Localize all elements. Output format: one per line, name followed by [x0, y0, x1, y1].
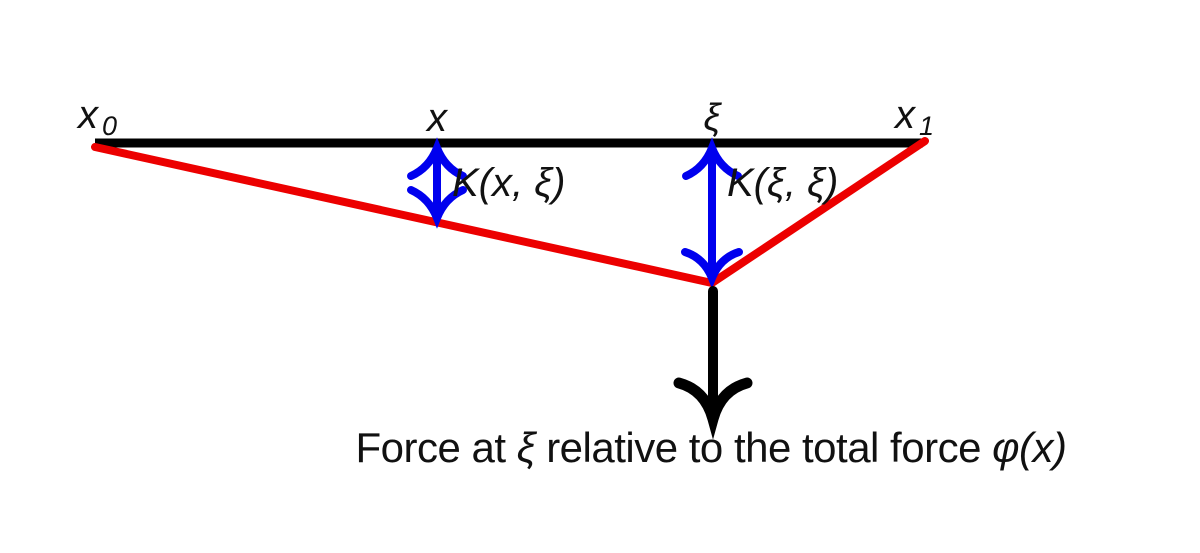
label-x0-base: x — [76, 93, 100, 137]
caption-text-2: relative to the total force — [535, 424, 993, 471]
caption-phi-expression: φ(x) — [992, 424, 1067, 471]
arrowhead-down-icon — [673, 377, 753, 440]
deflection-arrow-at-x — [407, 137, 467, 229]
label-x1-subscript: 1 — [919, 111, 934, 141]
arrowhead-down-icon — [407, 186, 467, 229]
caption-xi-symbol: ξ — [516, 424, 536, 471]
label-x0-subscript: 0 — [102, 111, 117, 141]
force-arrow — [673, 286, 753, 440]
arrowhead-down-icon — [681, 248, 743, 289]
caption-text-1: Force at — [355, 424, 517, 471]
arrowhead-up-icon — [407, 137, 467, 180]
arrowhead-up-icon — [682, 137, 742, 180]
label-x1-base: x — [893, 93, 917, 137]
label-x: x — [425, 96, 449, 140]
label-kernel-xi-xi: K(ξ, ξ) — [727, 161, 838, 205]
caption: Force at ξ relative to the total force φ… — [356, 424, 1067, 472]
label-xi: ξ — [704, 97, 723, 139]
deflection-arrow-at-xi — [681, 137, 743, 289]
label-kernel-x-xi: K(x, ξ) — [452, 161, 565, 205]
